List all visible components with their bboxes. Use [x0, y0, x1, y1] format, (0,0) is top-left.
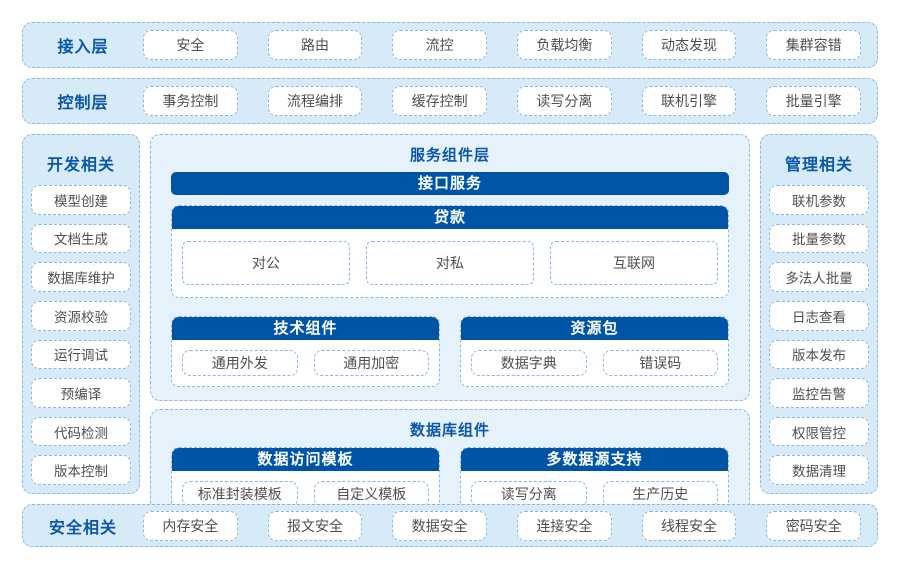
access-layer-item: 集群容错: [766, 30, 862, 60]
loan-group-item: 互联网: [550, 241, 718, 285]
mgmt-sidebar-item: 多法人批量: [769, 262, 869, 292]
center-column: 服务组件层 接口服务 贷款 对公对私互联网 技术组件 通用外发通用加密 资源包 …: [150, 134, 750, 532]
access-layer-items: 安全路由流控负载均衡动态发现集群容错: [143, 30, 862, 60]
database-component-panel: 数据库组件 数据访问模板 标准封装模板自定义模板 多数据源支持 读写分离生产历史: [150, 409, 750, 532]
tech-group-item: 通用加密: [313, 350, 429, 376]
dev-sidebar-item: 模型创建: [31, 185, 131, 215]
control-layer-item: 读写分离: [517, 86, 612, 116]
control-layer-label: 控制层: [57, 95, 109, 112]
dev-sidebar-panel: 开发相关 模型创建文档生成数据库维护资源校验运行调试预编译代码检测版本控制: [22, 134, 140, 494]
data-template-group-header: 数据访问模板: [172, 448, 439, 471]
mgmt-sidebar-items: 联机参数批量参数多法人批量日志查看版本发布监控告警权限管控数据清理: [769, 185, 869, 485]
datasource-item: 生产历史: [602, 481, 718, 507]
loan-group-item: 对私: [366, 241, 534, 285]
dev-sidebar-item: 运行调试: [31, 339, 131, 370]
mgmt-sidebar-item: 监控告警: [769, 378, 869, 408]
interface-service-bar: 接口服务: [171, 172, 729, 195]
access-layer-item: 动态发现: [641, 30, 737, 60]
mgmt-sidebar-item: 版本发布: [769, 339, 869, 370]
dev-sidebar-item: 版本控制: [31, 455, 131, 485]
mgmt-sidebar-item: 数据清理: [769, 455, 869, 485]
data-template-item: 自定义模板: [313, 481, 429, 507]
control-layer-panel: 控制层 事务控制流程编排缓存控制读写分离联机引擎批量引擎: [22, 78, 878, 124]
resource-group-item: 数据字典: [471, 350, 587, 376]
dev-sidebar-item: 文档生成: [31, 223, 131, 254]
tech-group-item: 通用外发: [182, 350, 298, 376]
service-subgroups-row: 技术组件 通用外发通用加密 资源包 数据字典错误码: [171, 316, 729, 387]
dev-sidebar-item: 代码检测: [31, 416, 131, 447]
resource-group-items: 数据字典错误码: [461, 340, 728, 386]
access-layer-panel: 接入层 安全路由流控负载均衡动态发现集群容错: [22, 22, 878, 68]
security-layer-item: 内存安全: [143, 510, 238, 541]
database-subgroups-row: 数据访问模板 标准封装模板自定义模板 多数据源支持 读写分离生产历史: [171, 447, 729, 518]
service-panel-title: 服务组件层: [409, 147, 490, 164]
middle-band: 开发相关 模型创建文档生成数据库维护资源校验运行调试预编译代码检测版本控制 服务…: [22, 134, 878, 532]
tech-group: 技术组件 通用外发通用加密: [171, 316, 440, 387]
control-layer-item: 缓存控制: [392, 86, 488, 116]
datasource-item: 读写分离: [471, 481, 587, 507]
database-panel-title: 数据库组件: [409, 422, 490, 439]
dev-sidebar-item: 数据库维护: [31, 262, 131, 292]
control-layer-item: 批量引擎: [766, 86, 862, 116]
security-layer-item: 连接安全: [517, 510, 612, 541]
mgmt-sidebar-item: 联机参数: [769, 185, 869, 215]
access-layer-item: 流控: [392, 30, 488, 60]
security-layer-item: 数据安全: [392, 510, 488, 541]
dev-sidebar-item: 预编译: [31, 378, 131, 408]
tech-group-header: 技术组件: [172, 317, 439, 340]
datasource-group-header: 多数据源支持: [461, 448, 728, 471]
control-layer-items: 事务控制流程编排缓存控制读写分离联机引擎批量引擎: [143, 86, 862, 116]
access-layer-item: 安全: [143, 30, 238, 60]
resource-group-item: 错误码: [602, 350, 718, 376]
control-layer-item: 事务控制: [143, 86, 238, 116]
security-layer-items: 内存安全报文安全数据安全连接安全线程安全密码安全: [143, 510, 862, 541]
security-layer-panel: 安全相关 内存安全报文安全数据安全连接安全线程安全密码安全: [22, 504, 878, 547]
access-layer-item: 负载均衡: [517, 30, 612, 60]
loan-group-header: 贷款: [172, 206, 728, 229]
security-layer-item: 报文安全: [267, 510, 363, 541]
security-layer-label: 安全相关: [48, 519, 117, 537]
mgmt-sidebar-item: 日志查看: [769, 300, 869, 331]
loan-group-items: 对公对私互联网: [172, 229, 728, 297]
mgmt-sidebar-item: 权限管控: [769, 416, 869, 447]
mgmt-sidebar-item: 批量参数: [769, 223, 869, 254]
access-layer-label: 接入层: [57, 39, 109, 56]
control-layer-item: 联机引擎: [641, 86, 737, 116]
loan-group: 贷款 对公对私互联网: [171, 205, 729, 298]
dev-sidebar-label: 开发相关: [46, 157, 115, 174]
resource-group-header: 资源包: [461, 317, 728, 340]
access-layer-item: 路由: [267, 30, 363, 60]
data-template-group: 数据访问模板 标准封装模板自定义模板: [171, 447, 440, 518]
dev-sidebar-item: 资源校验: [31, 300, 131, 331]
control-layer-item: 流程编排: [267, 86, 363, 116]
mgmt-sidebar-label: 管理相关: [784, 157, 853, 174]
datasource-group-items: 读写分离生产历史: [461, 471, 728, 517]
security-layer-item: 线程安全: [641, 510, 737, 541]
mgmt-sidebar-panel: 管理相关 联机参数批量参数多法人批量日志查看版本发布监控告警权限管控数据清理: [760, 134, 878, 494]
dev-sidebar-items: 模型创建文档生成数据库维护资源校验运行调试预编译代码检测版本控制: [31, 185, 131, 485]
tech-group-items: 通用外发通用加密: [172, 340, 439, 386]
service-component-panel: 服务组件层 接口服务 贷款 对公对私互联网 技术组件 通用外发通用加密 资源包 …: [150, 134, 750, 401]
security-layer-item: 密码安全: [766, 510, 862, 541]
resource-group: 资源包 数据字典错误码: [460, 316, 729, 387]
loan-group-item: 对公: [182, 241, 350, 285]
